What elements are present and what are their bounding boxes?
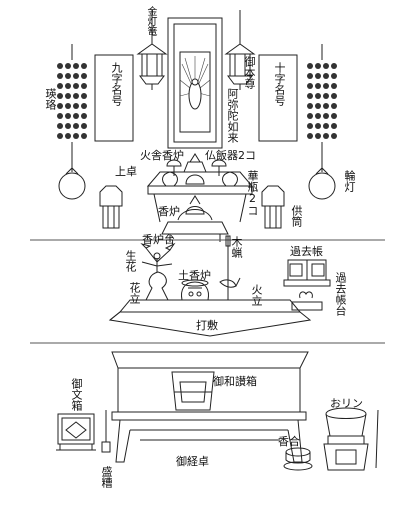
hitate-crane bbox=[219, 235, 241, 301]
label-rinto: 輪灯 bbox=[343, 170, 356, 192]
kabin-pair bbox=[162, 171, 238, 187]
gowasan-box bbox=[171, 371, 215, 411]
label-uchishiki: 打敷 bbox=[196, 319, 218, 332]
tsuchikoro bbox=[181, 279, 209, 301]
label-buppanki: 仏飯器2コ bbox=[205, 149, 256, 162]
label-kintoro: 金灯篭 bbox=[145, 6, 156, 36]
kogo bbox=[283, 447, 313, 471]
label-orin: おリン bbox=[330, 397, 363, 410]
label-moriki: 盛糟 bbox=[100, 466, 113, 488]
kaku-vase bbox=[140, 242, 176, 301]
kakocho bbox=[283, 259, 331, 287]
label-koro: 香炉 bbox=[158, 205, 180, 218]
uchishiki-table bbox=[108, 299, 312, 337]
kyozukue bbox=[111, 351, 309, 463]
label-seika: 生花 bbox=[124, 250, 137, 272]
gohonzon-scroll bbox=[167, 17, 223, 149]
hiireko-censer bbox=[183, 153, 207, 185]
label-gofumibako: 御文箱 bbox=[70, 378, 83, 411]
label-kabin: 華瓶2コ bbox=[246, 170, 259, 216]
koro bbox=[177, 195, 213, 221]
label-hiireko: 火舎香炉 bbox=[140, 149, 184, 162]
kyoto-right bbox=[261, 185, 285, 229]
yoraku-left bbox=[57, 44, 87, 200]
kyoto-left bbox=[99, 185, 123, 229]
orin bbox=[323, 407, 379, 471]
label-kyozukue: 御経卓 bbox=[176, 455, 209, 468]
yoraku-right bbox=[307, 44, 337, 200]
label-uwajoku: 上卓 bbox=[115, 165, 137, 178]
label-amida: 阿弥陀如来 bbox=[226, 88, 239, 143]
juji-myogo-scroll bbox=[258, 54, 298, 142]
kuji-myogo-scroll bbox=[94, 54, 134, 142]
uwajoku bbox=[146, 171, 254, 223]
kakochodai bbox=[291, 291, 323, 311]
label-hitate: 火立 bbox=[250, 284, 263, 306]
label-gowasan: 御和讃箱 bbox=[213, 375, 257, 388]
kintoro-right bbox=[224, 10, 256, 90]
kintoro-left bbox=[136, 10, 168, 90]
label-tsuchikoro: 土香炉 bbox=[178, 269, 211, 282]
label-kuji-myogo: 九字名号 bbox=[110, 62, 123, 106]
label-kakocho: 過去帳 bbox=[290, 245, 323, 258]
moriki bbox=[101, 410, 111, 453]
label-korodai: 香炉台 bbox=[142, 233, 175, 246]
label-yoraku: 瑛珞 bbox=[44, 88, 57, 110]
label-kakochodai: 過去帳台 bbox=[334, 272, 347, 316]
gofumibako bbox=[56, 413, 96, 451]
korodai bbox=[161, 221, 229, 242]
label-juji-myogo: 十字名号 bbox=[273, 62, 286, 106]
label-gohonzon: 御本尊 bbox=[243, 56, 256, 89]
label-kogo: 香合 bbox=[278, 435, 300, 448]
buppanki-pair bbox=[166, 159, 227, 176]
label-mokuro: 木蝋 bbox=[230, 236, 243, 258]
label-kyoto: 供筒 bbox=[290, 205, 303, 227]
label-kaku: 花立 bbox=[128, 282, 141, 304]
